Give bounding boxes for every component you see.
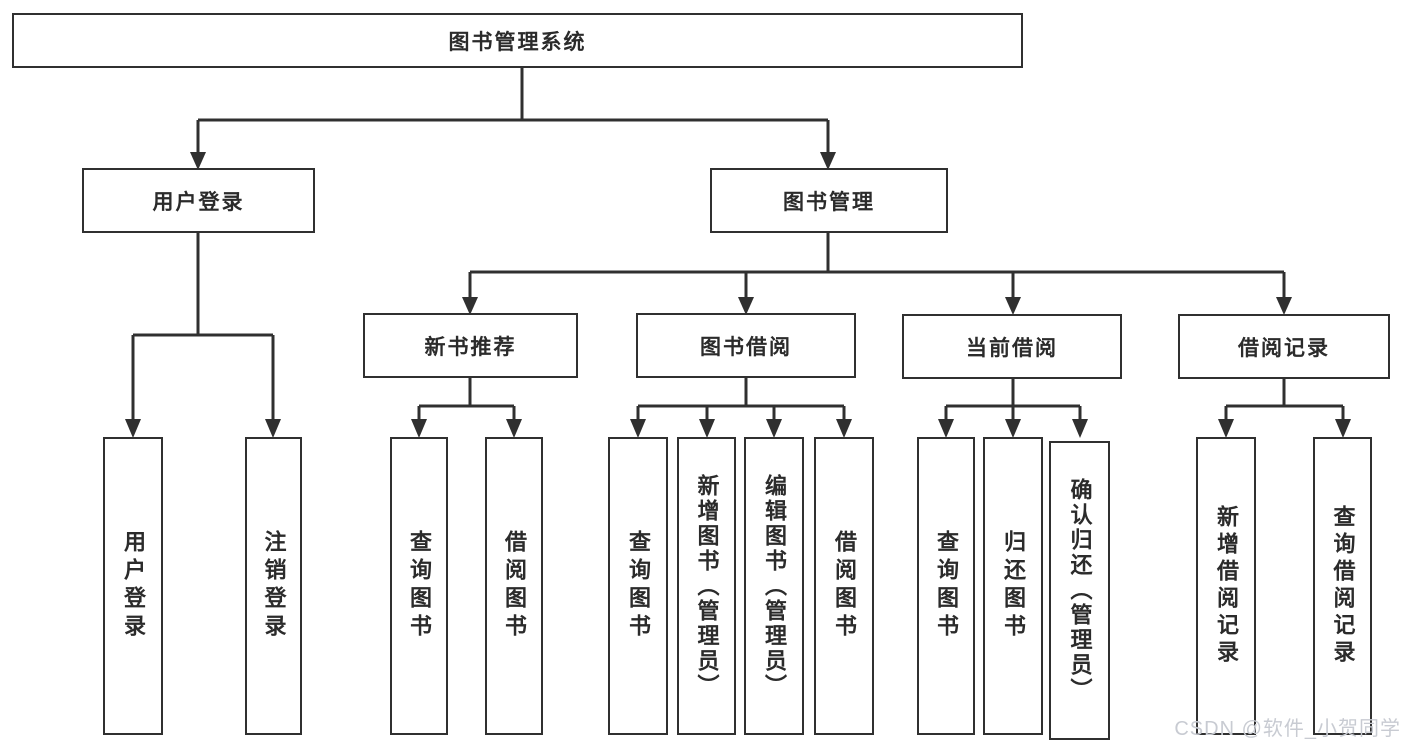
arrowhead-icon [1276, 297, 1292, 315]
leaf-records-query-record: 查询借阅记录 [1313, 437, 1372, 735]
leaf-borrow-add-books-admin: 新增图书（管理员） [677, 437, 736, 735]
arrowhead-icon [1072, 419, 1088, 438]
leaf-current-return-books: 归还图书 [983, 437, 1043, 735]
node-new-book-recommend: 新书推荐 [363, 313, 578, 378]
node-current-borrow: 当前借阅 [902, 314, 1122, 379]
arrowhead-icon [1335, 419, 1351, 438]
node-book-management: 图书管理 [710, 168, 948, 233]
connector-arrowheads [125, 152, 1351, 438]
leaf-recommend-borrow-books: 借阅图书 [485, 437, 543, 735]
node-book-borrow: 图书借阅 [636, 313, 856, 378]
arrowhead-icon [938, 419, 954, 438]
leaf-borrow-borrow-books: 借阅图书 [814, 437, 874, 735]
arrowhead-icon [411, 419, 427, 438]
node-root-system: 图书管理系统 [12, 13, 1023, 68]
arrowhead-icon [820, 152, 836, 170]
leaf-borrow-query-books: 查询图书 [608, 437, 668, 735]
arrowhead-icon [125, 419, 141, 438]
csdn-watermark: CSDN @软件_小贺同学 [1174, 718, 1401, 740]
arrowhead-icon [699, 419, 715, 438]
arrowhead-icon [1218, 419, 1234, 438]
leaf-borrow-edit-books-admin: 编辑图书（管理员） [744, 437, 804, 735]
arrowhead-icon [190, 152, 206, 170]
leaf-user-login: 用户登录 [103, 437, 163, 735]
leaf-records-add-record: 新增借阅记录 [1196, 437, 1256, 735]
leaf-current-query-books: 查询图书 [917, 437, 975, 735]
arrowhead-icon [836, 419, 852, 438]
leaf-current-confirm-return-admin: 确认归还（管理员） [1049, 441, 1110, 740]
arrowhead-icon [462, 297, 478, 315]
arrowhead-icon [1005, 297, 1021, 315]
arrowhead-icon [738, 297, 754, 315]
arrowhead-icon [506, 419, 522, 438]
arrowhead-icon [630, 419, 646, 438]
arrowhead-icon [1005, 419, 1021, 438]
leaf-logout: 注销登录 [245, 437, 302, 735]
arrowhead-icon [265, 419, 281, 438]
node-borrow-records: 借阅记录 [1178, 314, 1390, 379]
node-user-login: 用户登录 [82, 168, 315, 233]
arrowhead-icon [766, 419, 782, 438]
leaf-recommend-query-books: 查询图书 [390, 437, 448, 735]
